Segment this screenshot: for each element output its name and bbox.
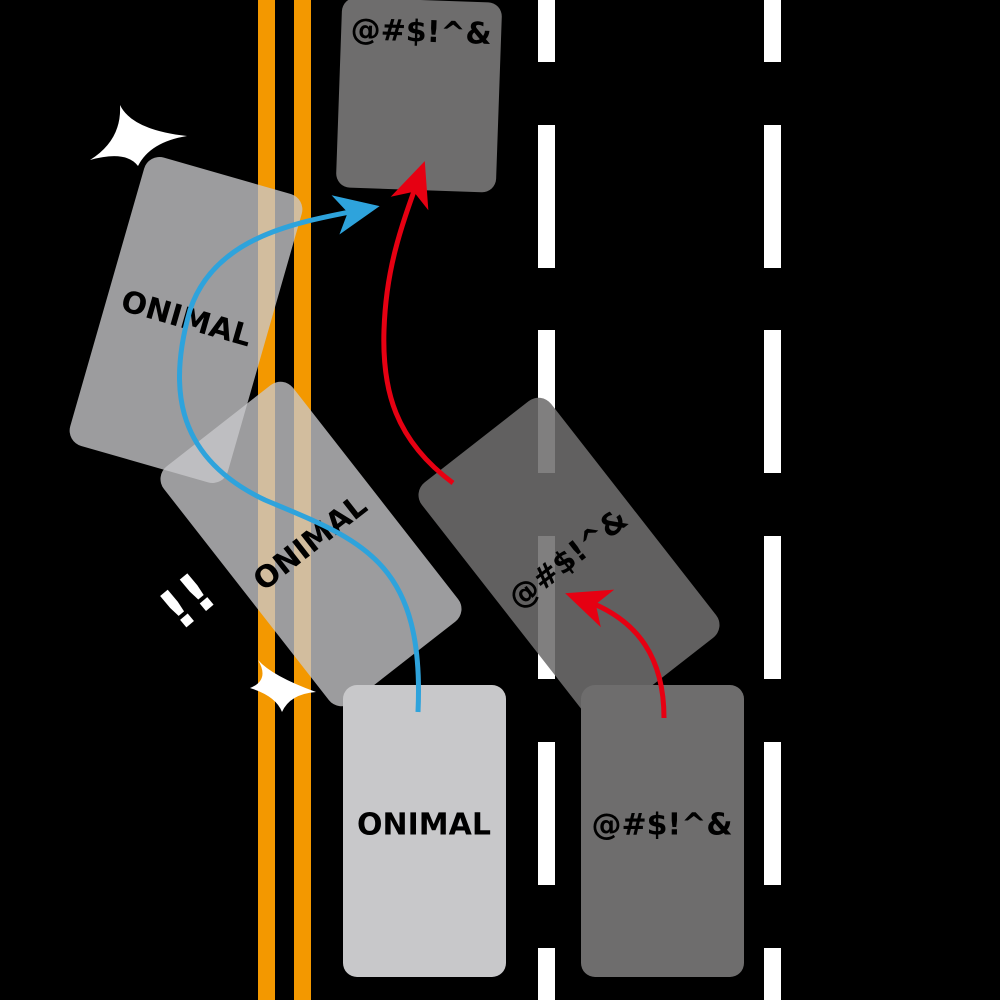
car-b-path-arrow-lower bbox=[565, 589, 667, 719]
car-b-final: @#$!^& bbox=[336, 0, 502, 193]
car-a-path-arrow bbox=[176, 195, 422, 713]
sparkle-icon bbox=[90, 105, 187, 166]
car-a-start-label: ONIMAL bbox=[357, 808, 491, 843]
car-b-path-arrow-upper bbox=[381, 161, 455, 486]
car-b-start-label: @#$!^& bbox=[592, 808, 733, 843]
lane-divider-2 bbox=[764, 0, 781, 1000]
car-b-final-label: @#$!^& bbox=[350, 12, 492, 52]
car-a-start: ONIMAL bbox=[343, 685, 506, 977]
car-b-start: @#$!^& bbox=[581, 685, 744, 977]
sparkle-icon bbox=[250, 660, 316, 712]
